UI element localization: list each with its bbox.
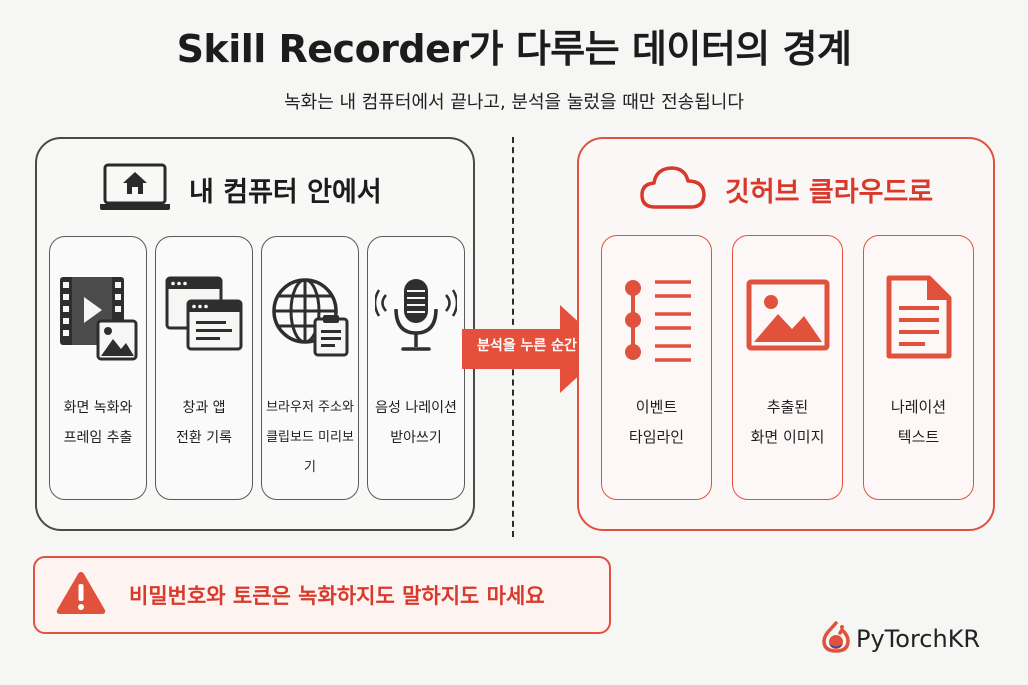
diagram-subtitle: 녹화는 내 컴퓨터에서 끝나고, 분석을 눌렀을 때만 전송됩니다: [284, 92, 744, 113]
send-arrow-label: 분석을 누른 순간: [477, 338, 577, 354]
cloud-item-label: 이벤트 타임라인: [628, 398, 685, 446]
local-panel-heading: 내 컴퓨터 안에서: [189, 176, 382, 208]
pytorchkr-brand: PyTorchKR: [822, 621, 981, 657]
github-cloud-panel: 깃허브 클라우드로 이벤트 타임라인: [577, 137, 995, 531]
video-film-icon: [50, 275, 146, 361]
warning-triangle-icon: [55, 570, 107, 620]
app-windows-icon: [156, 275, 252, 355]
local-computer-panel: 내 컴퓨터 안에서 화면 녹화와 프레임 추출: [35, 137, 475, 531]
local-item-window-switch: 창과 앱 전환 기록: [155, 236, 253, 500]
cloud-panel-header: 깃허브 클라우드로: [639, 163, 933, 215]
cloud-icon: [639, 163, 707, 215]
document-icon: [864, 274, 973, 360]
local-panel-header: 내 컴퓨터 안에서: [99, 163, 382, 215]
local-item-label: 브라우저 주소와 클립보드 미리보기: [266, 400, 354, 475]
globe-clipboard-icon: [262, 275, 358, 357]
local-item-label: 화면 녹화와 프레임 추출: [63, 400, 133, 446]
timeline-icon: [602, 274, 711, 364]
local-item-label: 음성 나레이션 받아쓰기: [375, 400, 457, 446]
cloud-item-event-timeline: 이벤트 타임라인: [601, 235, 712, 500]
warning-text: 비밀번호와 토큰은 녹화하지도 말하지도 마세요: [129, 584, 545, 608]
home-laptop-icon: [99, 162, 171, 216]
cloud-item-extracted-images: 추출된 화면 이미지: [732, 235, 843, 500]
send-arrow: 분석을 누른 순간: [462, 305, 612, 393]
local-item-voice-narration: 음성 나레이션 받아쓰기: [367, 236, 465, 500]
local-item-screen-recording: 화면 녹화와 프레임 추출: [49, 236, 147, 500]
microphone-icon: [368, 275, 464, 357]
brand-name: PyTorchKR: [856, 625, 981, 653]
cloud-item-label: 추출된 화면 이미지: [750, 398, 825, 446]
image-icon: [733, 274, 842, 354]
diagram-title: Skill Recorder가 다루는 데이터의 경계: [176, 27, 852, 71]
cloud-item-label: 나레이션 텍스트: [890, 398, 947, 446]
cloud-panel-heading: 깃허브 클라우드로: [725, 176, 934, 208]
security-warning-banner: 비밀번호와 토큰은 녹화하지도 말하지도 마세요: [33, 556, 611, 634]
local-item-browser-clipboard: 브라우저 주소와 클립보드 미리보기: [261, 236, 359, 500]
local-item-label: 창과 앱 전환 기록: [176, 400, 232, 446]
cloud-item-narration-text: 나레이션 텍스트: [863, 235, 974, 500]
pytorch-flame-icon: [822, 621, 850, 657]
